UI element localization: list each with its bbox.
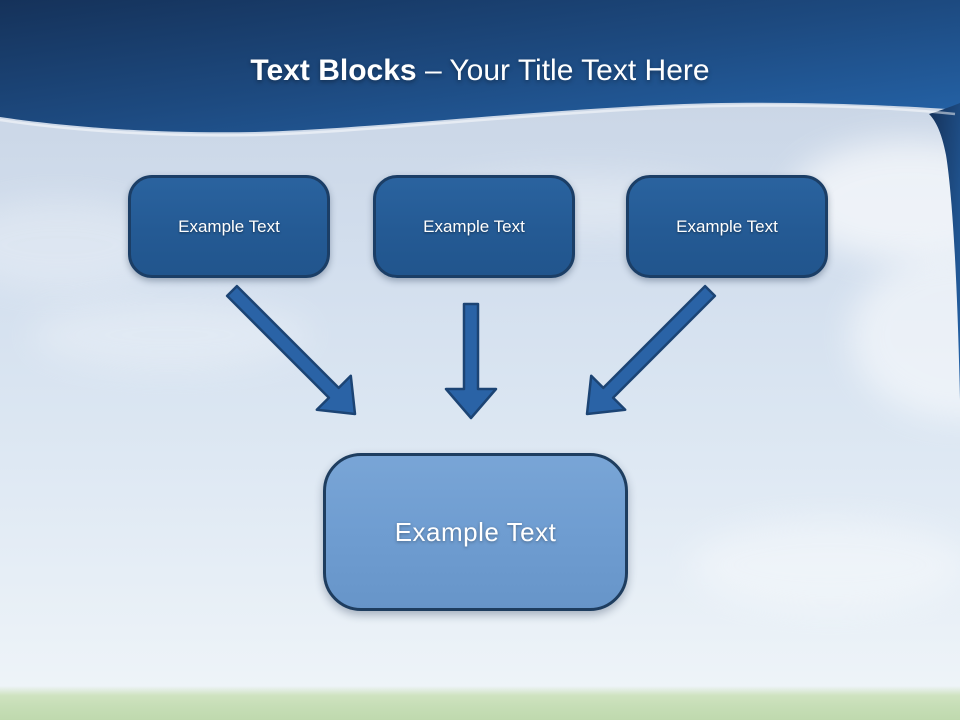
- text-block-2[interactable]: Example Text: [373, 175, 575, 278]
- text-block-1[interactable]: Example Text: [128, 175, 330, 278]
- grass-strip: [0, 686, 960, 720]
- slide-title-bold: Text Blocks: [250, 54, 417, 87]
- arrow-diagonal-down-left-icon[interactable]: [585, 284, 717, 416]
- slide-title-regular: – Your Title Text Here: [424, 54, 710, 87]
- text-block-2-label: Example Text: [423, 216, 525, 236]
- result-block[interactable]: Example Text: [323, 453, 628, 611]
- text-block-3[interactable]: Example Text: [626, 175, 828, 278]
- arrow-straight-down-icon[interactable]: [444, 302, 498, 420]
- text-block-3-label: Example Text: [676, 216, 778, 236]
- result-block-label: Example Text: [394, 516, 557, 547]
- slide-title[interactable]: Text Blocks – Your Title Text Here: [0, 52, 960, 90]
- arrow-diagonal-down-right-icon[interactable]: [225, 284, 357, 416]
- text-block-1-label: Example Text: [178, 216, 280, 236]
